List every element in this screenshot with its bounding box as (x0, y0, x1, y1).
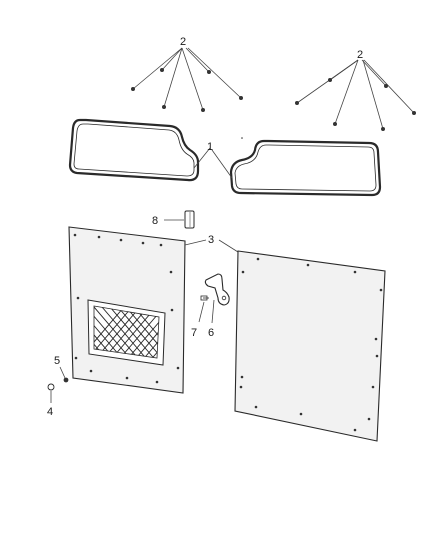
callout-1: 1 (207, 141, 213, 153)
callout-8: 8 (152, 215, 158, 227)
trim-panel-left (68, 226, 186, 394)
panel-right-fasteners (239, 257, 383, 432)
coat-hook-bracket (204, 273, 230, 306)
screw (200, 295, 209, 301)
fastener-cluster-left (131, 47, 243, 112)
callout-2-right: 2 (357, 49, 363, 61)
cap-plug (47, 383, 55, 391)
retainer-block (184, 210, 195, 229)
callout-5: 5 (54, 355, 60, 367)
panel-left-fasteners (73, 233, 180, 384)
callout-4: 4 (47, 406, 53, 418)
callout-6: 6 (208, 327, 214, 339)
push-pin (63, 377, 69, 383)
storage-net (87, 299, 166, 366)
fastener-cluster-right (295, 59, 416, 131)
trim-panel-right (234, 250, 386, 442)
callout-7: 7 (191, 327, 197, 339)
callout-3: 3 (208, 234, 214, 246)
window-seal-right (229, 139, 382, 197)
callout-2-left: 2 (180, 36, 186, 48)
window-seal-left (68, 118, 243, 182)
